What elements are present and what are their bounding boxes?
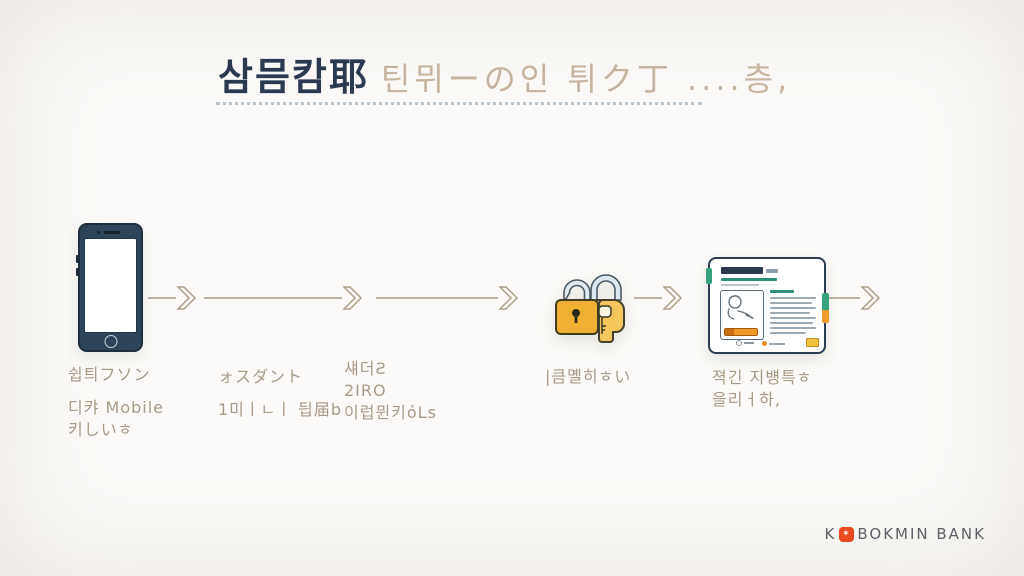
card-text-line	[770, 312, 810, 314]
card-text-line	[770, 327, 816, 329]
bank-logo: K ✶ BOKMIN BANK	[825, 525, 986, 543]
chevron-arrow-icon	[634, 286, 683, 310]
step-label-1: 쉽틔フソン 디캬 Mobile 키しいㅎ	[68, 364, 164, 441]
card-title-suffix-bar	[766, 269, 778, 273]
bank-logo-text: BOKMIN BANK	[857, 525, 986, 543]
key-shaft	[601, 317, 606, 334]
step-label-line: 2IRO	[344, 381, 387, 400]
step-label-line: 이럽뮌키ỏLs	[344, 403, 437, 422]
card-orange-button	[724, 328, 758, 336]
footer-circle-icon	[736, 340, 742, 346]
phone-camera	[97, 231, 100, 234]
step-label-title: 쉽틔フソン	[68, 365, 151, 384]
step-label-line: 을리ㅓ하,	[712, 390, 781, 409]
phone-home-button	[104, 335, 117, 348]
step-label-line: 섀더Ƨ	[344, 359, 387, 378]
step-label-4: |큼몔히ㅎい	[545, 366, 631, 388]
card-right-tab	[822, 293, 829, 323]
keyhole	[572, 309, 580, 317]
card-left-tab	[706, 268, 712, 284]
card-text-line	[770, 307, 816, 309]
step-label-line: 젹긴 지뱽특ㅎ	[712, 368, 813, 387]
bank-logo-prefix: K	[824, 525, 837, 543]
bank-logo-star-glyph: ✶	[842, 528, 852, 539]
footer-text-bar	[744, 342, 754, 344]
phone-screen	[84, 238, 137, 333]
card-text-line	[770, 297, 816, 299]
card-seal-badge	[806, 338, 819, 347]
card-subtitle-bar	[721, 278, 777, 281]
footer-text-bar	[769, 342, 785, 345]
card-text-line	[770, 332, 806, 334]
bank-logo-star-icon: ✶	[839, 526, 855, 542]
card-text-column	[770, 290, 816, 337]
card-title-bar	[721, 267, 763, 274]
chevron-arrow-icon	[204, 286, 363, 310]
card-right-tab-orange	[822, 310, 829, 323]
step-label-line: 디캬 Mobile	[68, 398, 165, 417]
step-label-5: 젹긴 지뱽특ㅎ 을리ㅓ하,	[712, 367, 812, 411]
phone-speaker	[104, 231, 120, 234]
footer-orange-icon	[762, 341, 767, 346]
card-footer-item	[736, 340, 754, 346]
card-caption-bar	[721, 284, 759, 286]
diagram-title: 삼믐캄耶 틴뮈ーの인 튀ク丁 ....층,	[216, 46, 792, 105]
phone-side-button	[76, 255, 79, 263]
title-rest-text: 틴뮈ーの인 튀ク丁 ....층,	[380, 60, 792, 98]
step-label-line: 키しいㅎ	[68, 420, 134, 439]
card-text-line	[770, 317, 816, 319]
person-sketch-icon	[727, 295, 754, 320]
title-dotted-underline	[216, 102, 702, 105]
keyhole-slot	[574, 315, 578, 323]
step-label-line: |큼몔히ㅎい	[545, 367, 632, 386]
chevron-arrow-icon	[376, 286, 519, 310]
step-label-2: ォスダント 1미ㅣㄴㅣ 딉届b	[218, 366, 342, 421]
card-footer-item	[762, 341, 785, 346]
lock-shackle-front	[563, 279, 591, 305]
card-text-heading-bar	[770, 290, 794, 293]
certificate-document-icon	[706, 257, 829, 354]
card-right-tab-green	[822, 293, 829, 310]
padlock-with-key-icon	[555, 274, 625, 343]
chevron-arrow-icon	[148, 286, 197, 310]
step-label-line: 1미ㅣㄴㅣ 딉届b	[218, 400, 343, 419]
card-text-line	[770, 322, 813, 324]
card-person-illustration	[720, 290, 764, 340]
lock-shackle-back	[590, 274, 622, 301]
card-text-line	[770, 302, 812, 304]
step-label-3: 섀더Ƨ 2IRO 이럽뮌키ỏLs	[344, 358, 437, 424]
step-label-title: ォスダント	[218, 367, 304, 386]
phone-side-button	[76, 268, 79, 276]
title-emphasis-text: 삼믐캄耶	[218, 55, 369, 99]
key-head	[598, 305, 612, 318]
chevron-arrow-icon	[826, 286, 881, 310]
smartphone-icon	[76, 223, 143, 352]
